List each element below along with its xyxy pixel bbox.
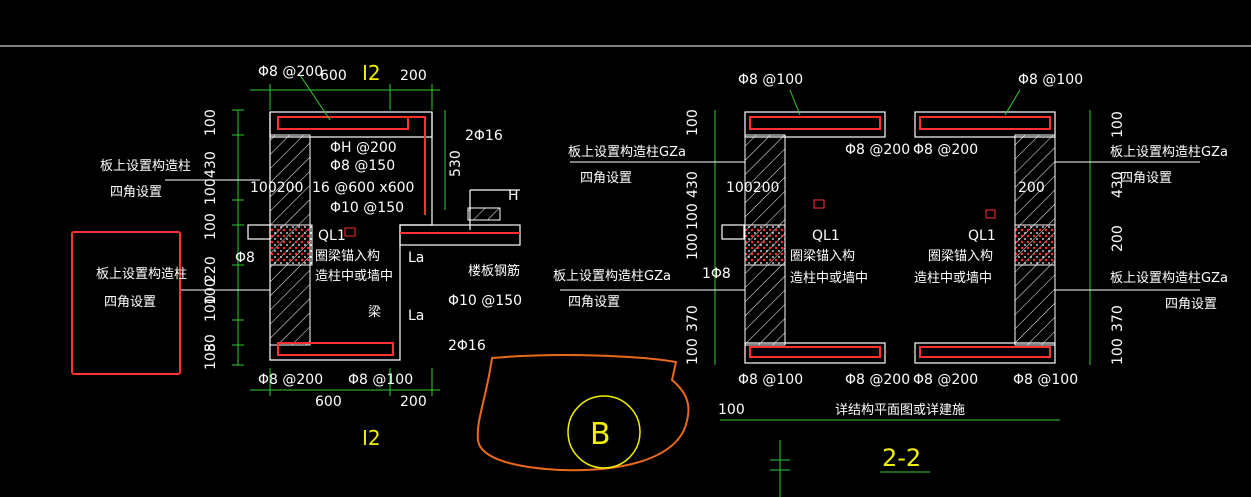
right-bottom-note: 详结构平面图或详建施	[835, 403, 965, 418]
dim-label: 100	[685, 338, 701, 365]
dim-label: 100	[685, 203, 701, 230]
right-ql1-left: QL1	[812, 228, 840, 244]
right-right-note-2: 四角设置	[1120, 171, 1172, 186]
right-anchor-right-1: 圈梁锚入构	[928, 249, 993, 264]
left-grid-label: I2	[362, 61, 381, 85]
dim-label: 100	[685, 233, 701, 260]
right-bottom-4: Φ8 @100	[1013, 372, 1078, 388]
dim-label: 100	[203, 213, 219, 240]
right-top-right-rebar: Φ8 @100	[1018, 72, 1083, 88]
boxed-note-2: 四角设置	[104, 295, 156, 310]
side-note-2: 四角设置	[110, 185, 162, 200]
side-note-1: 板上设置构造柱	[100, 159, 191, 174]
left-La-top: La	[408, 250, 424, 266]
circle-label: B	[590, 417, 611, 452]
section-label: 2-2	[882, 444, 921, 472]
right-left-note-4: 四角设置	[568, 295, 620, 310]
right-right-dim-stack: 100 430 200 370 100	[1110, 111, 1126, 365]
dim-label: 200	[1110, 225, 1126, 252]
dim-label: 100	[203, 278, 219, 305]
right-right-note-3: 板上设置构造柱GZa	[1110, 271, 1228, 286]
left-phi10-150-right: Φ10 @150	[448, 293, 522, 309]
left-note-anchor: 圈梁锚入构	[315, 249, 380, 264]
dim-label: 100	[203, 295, 219, 322]
left-ql1: QL1	[318, 228, 346, 244]
left-core-column	[269, 224, 313, 266]
left-H-label: H	[508, 188, 519, 204]
right-phi8-side: 1Φ8	[702, 266, 731, 282]
left-dim-top-600: 600	[320, 68, 347, 84]
dim-label: 430	[685, 171, 701, 198]
left-grid-label-bottom: I2	[362, 426, 381, 450]
left-dim-top-200: 200	[400, 68, 427, 84]
right-dim-100200: 100200	[726, 180, 779, 196]
left-top-rebar	[277, 116, 409, 130]
left-La-bottom: La	[408, 308, 424, 324]
left-detail	[165, 74, 521, 396]
right-dim-200: 200	[1018, 180, 1045, 196]
right-left-note-1: 板上设置构造柱GZa	[568, 145, 686, 160]
dim-label: 370	[685, 305, 701, 332]
dim-label: 100	[1110, 338, 1126, 365]
right-bottom-2: Φ8 @200	[845, 372, 910, 388]
right-left-note-2: 四角设置	[580, 171, 632, 186]
dim-label: 220	[203, 256, 219, 283]
right-ql1-right: QL1	[968, 228, 996, 244]
left-note-anchor2: 造柱中或墙中	[315, 269, 393, 284]
right-bottom-1: Φ8 @100	[738, 372, 803, 388]
right-right-note-4: 四角设置	[1165, 297, 1217, 312]
dim-label: 100	[1110, 111, 1126, 138]
dim-label: 100	[203, 178, 219, 205]
dim-label: 100	[203, 109, 219, 136]
left-phi10-150-top: Φ10 @150	[330, 200, 404, 216]
right-left-dim-stack: 100 430 100 100 370 100	[685, 109, 701, 365]
left-dim-100200: 100200	[250, 180, 303, 196]
highlight-box	[71, 231, 181, 375]
left-bottom-rebar	[277, 342, 394, 356]
right-top-left-rebar: Φ8 @100	[738, 72, 803, 88]
right-detail	[560, 89, 1200, 497]
right-mid-rebar-1: Φ8 @200	[845, 142, 910, 158]
right-anchor-left-1: 圈梁锚入构	[790, 249, 855, 264]
left-dim-bottom-200: 200	[400, 394, 427, 410]
annotation-outline	[476, 354, 690, 472]
label-circle	[567, 395, 641, 469]
left-bottom-phi8-100: Φ8 @100	[348, 372, 413, 388]
dim-label: 370	[1110, 305, 1126, 332]
left-note-beam: 梁	[368, 305, 381, 320]
left-phi8-150: Φ8 @150	[330, 158, 395, 174]
left-phi8-200-inner: ΦH @200	[330, 140, 397, 156]
dim-label: 430	[203, 151, 219, 178]
left-rebar-2phi16-bottom: 2Φ16	[448, 338, 486, 354]
left-dim-16600: 16 @600 x600	[312, 180, 414, 196]
dim-label: 100	[685, 109, 701, 136]
right-anchor-left-2: 造柱中或墙中	[790, 271, 868, 286]
dim-label: 430	[1110, 171, 1126, 198]
left-phi8-side: Φ8	[235, 250, 255, 266]
left-dim-bottom-600: 600	[315, 394, 342, 410]
left-rebar-top: Φ8 @200	[258, 64, 323, 80]
right-mid-rebar-2: Φ8 @200	[913, 142, 978, 158]
left-dim-530: 530	[448, 150, 464, 177]
right-right-note-1: 板上设置构造柱GZa	[1110, 145, 1228, 160]
right-anchor-right-2: 造柱中或墙中	[914, 271, 992, 286]
left-rebar-2phi16-top: 2Φ16	[465, 128, 503, 144]
dim-label: 105	[203, 343, 219, 370]
right-left-note-3: 板上设置构造柱GZa	[553, 269, 671, 284]
right-dim-100: 100	[718, 402, 745, 418]
right-bottom-3: Φ8 @200	[913, 372, 978, 388]
dim-label: 80	[203, 334, 219, 352]
boxed-note-1: 板上设置构造柱	[96, 267, 187, 282]
left-slab-rebar: 楼板钢筋	[468, 263, 520, 279]
left-bottom-phi8-200: Φ8 @200	[258, 372, 323, 388]
